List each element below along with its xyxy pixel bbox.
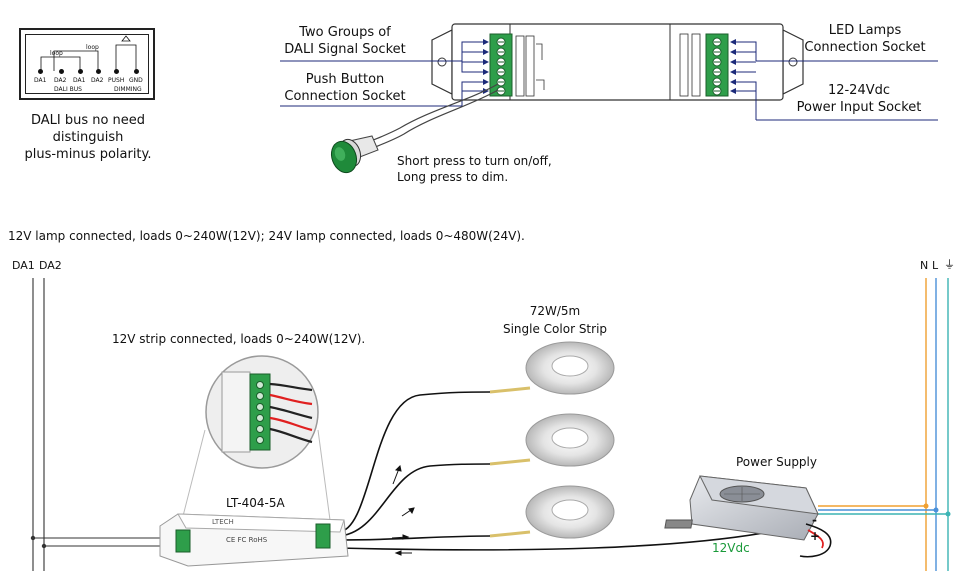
terminal-label-6: GND (129, 77, 143, 84)
ground-icon: ⏚ (944, 258, 955, 271)
press-note-line-2: Long press to dim. (397, 170, 509, 184)
polarity-note-line-3: plus-minus polarity. (24, 147, 152, 162)
polarity-note-line-2: distinguish (52, 130, 124, 145)
terminal-dot-3 (78, 69, 83, 74)
strip-1 (489, 341, 615, 395)
mains-label-n: N (920, 259, 929, 272)
terminal-dot-5 (114, 69, 119, 74)
legend-group-dimming: DIMMING (114, 86, 142, 93)
current-arrows (391, 464, 415, 556)
strip-spec-line-2: Single Color Strip (502, 322, 608, 336)
push-socket-label-line-2: Connection Socket (284, 89, 406, 104)
power-supply-label: Power Supply (736, 455, 817, 469)
mains-label-l: L (932, 259, 939, 272)
terminal-dot-1 (38, 69, 43, 74)
terminal-label-4: DA2 (91, 77, 104, 84)
terminal-zoom (181, 355, 331, 521)
legend-loop-left: loop (50, 50, 63, 57)
terminal-legend: loop loop DA1 DA2 DA1 DA2 PUSH GND DALI … (19, 28, 155, 100)
terminal-legend-inner: loop loop DA1 DA2 DA1 DA2 PUSH GND DALI … (25, 34, 149, 94)
bottom-controller (159, 513, 349, 567)
dali-socket-label-line-1: Two Groups of (299, 25, 391, 40)
led-socket-label-line-2: Connection Socket (804, 40, 926, 55)
bus-label-da2: DA2 (39, 259, 62, 272)
terminal-label-5: PUSH (108, 77, 125, 84)
power-socket-label-line-2: Power Input Socket (796, 100, 922, 115)
psu-minus-terminal: - (812, 513, 817, 527)
polarity-note-line-1: DALI bus no need (30, 113, 146, 128)
strip-cables (337, 391, 807, 551)
terminal-label-2: DA2 (54, 77, 67, 84)
strip-3 (489, 485, 615, 539)
top-controller (431, 23, 804, 101)
terminal-dot-6 (134, 69, 139, 74)
terminal-legend-schematic (40, 35, 137, 71)
mains-lines (818, 278, 949, 571)
power-socket-label-line-1: 12-24Vdc (827, 83, 891, 98)
voltage-label: 12Vdc (712, 541, 750, 555)
led-socket-label-line-1: LED Lamps (828, 23, 902, 38)
power-supply-unit (664, 475, 819, 541)
controller-brand-text: LTECH (212, 518, 234, 526)
bus-label-da1: DA1 (12, 259, 35, 272)
legend-group-dali: DALI BUS (54, 86, 82, 93)
loads-general-note: 12V lamp connected, loads 0~240W(12V); 2… (8, 229, 525, 243)
controller-cert-marks: CE FC RoHS (226, 536, 268, 544)
legend-loop-right: loop (86, 44, 99, 51)
push-socket-label-line-1: Push Button (305, 72, 385, 87)
terminal-dot-4 (96, 69, 101, 74)
terminal-dot-2 (59, 69, 64, 74)
psu-plus-terminal: + (810, 529, 821, 543)
terminal-label-3: DA1 (73, 77, 86, 84)
loads-strip-note: 12V strip connected, loads 0~240W(12V). (112, 332, 366, 346)
callout-arrowheads (483, 39, 736, 94)
dali-socket-label-line-2: DALI Signal Socket (284, 42, 406, 57)
dali-bus-lines (32, 278, 175, 571)
controller-model-label: LT-404-5A (226, 496, 285, 510)
push-button (330, 83, 499, 174)
press-note-line-1: Short press to turn on/off, (397, 154, 552, 168)
terminal-label-1: DA1 (34, 77, 47, 84)
strip-2 (489, 413, 615, 467)
strip-spec-line-1: 72W/5m (529, 304, 581, 318)
